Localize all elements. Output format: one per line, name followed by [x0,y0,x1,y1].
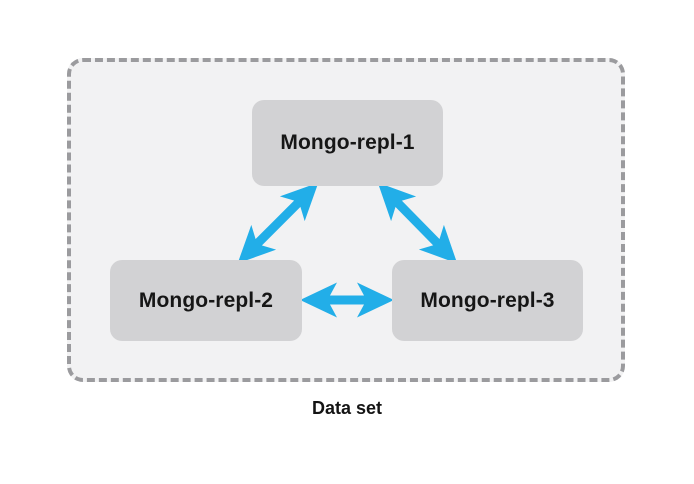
node-mongo-repl-2[interactable]: Mongo-repl-2 [110,260,302,341]
node-label-repl-1: Mongo-repl-1 [280,131,415,154]
node-label-repl-3: Mongo-repl-3 [420,288,555,312]
node-mongo-repl-3[interactable]: Mongo-repl-3 [392,260,583,341]
node-mongo-repl-1[interactable]: Mongo-repl-1 [252,100,443,186]
data-set-caption: Data set [311,398,383,418]
node-label-repl-2: Mongo-repl-2 [138,288,274,312]
